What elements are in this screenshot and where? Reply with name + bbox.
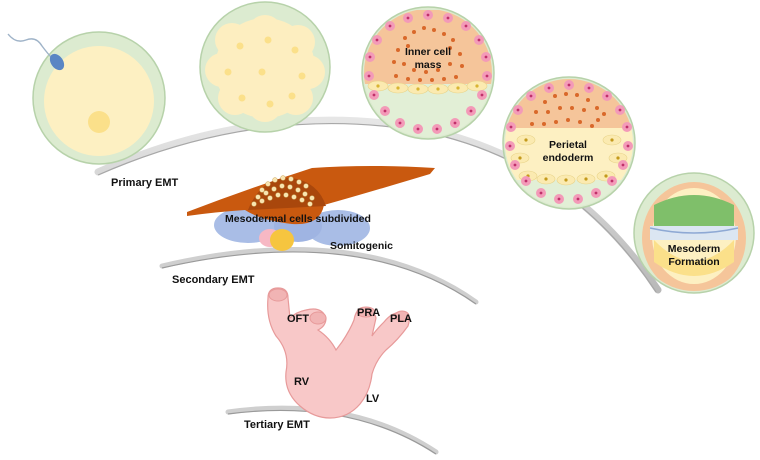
gastrula-embryo: Mesodermal cells subdivided Somitogenic: [187, 166, 435, 252]
endoderm-icm-dots: [530, 92, 606, 128]
mesodermal-cells-label: Mesodermal cells subdivided: [225, 213, 371, 225]
inner-cell-mass-label-2: mass: [415, 59, 442, 71]
perietal-endoderm-label: Perietal: [549, 139, 587, 151]
secondary-emt-label: Secondary EMT: [172, 274, 255, 286]
inner-cell-mass-label: Inner cell: [405, 46, 451, 58]
perietal-endoderm-label-2: endoderm: [543, 152, 594, 164]
oft-opening: [309, 311, 327, 325]
lv-label: LV: [366, 393, 380, 405]
secondary-emt-arc-edge: [161, 251, 477, 305]
somite-yellow: [270, 229, 294, 251]
somite-blue-right: [306, 210, 370, 246]
pra-label: PRA: [357, 307, 380, 319]
heart-top-opening: [268, 288, 288, 302]
heart-outline: [267, 287, 410, 419]
rv-label: RV: [294, 376, 310, 388]
primitive-streak-cells: [251, 175, 315, 207]
pla-label: PLA: [390, 313, 412, 325]
icm-dots: [392, 26, 464, 82]
blastocyst-stage: Inner cell mass: [361, 6, 495, 140]
pla-opening: [394, 310, 410, 322]
tertiary-emt-label: Tertiary EMT: [244, 419, 310, 431]
secondary-emt-arc: [159, 246, 479, 305]
oft-label: OFT: [287, 313, 309, 325]
sperm-tail: [7, 33, 53, 59]
morula-stage: [199, 1, 331, 133]
endoderm-stage: Perietal endoderm: [502, 76, 636, 210]
somitogenic-label: Somitogenic: [330, 240, 393, 252]
sperm-head: [49, 53, 65, 71]
mesoderm-formation-label: Mesoderm: [668, 243, 721, 255]
mesoderm-formation-stage: Mesoderm Formation: [633, 172, 755, 294]
oocyte-stage: [7, 31, 166, 165]
pra-opening: [356, 306, 376, 318]
primary-emt-label: Primary EMT: [111, 177, 179, 189]
heart-tube: OFT PRA PLA RV LV: [267, 287, 412, 419]
mesoderm-formation-label-2: Formation: [668, 256, 719, 268]
